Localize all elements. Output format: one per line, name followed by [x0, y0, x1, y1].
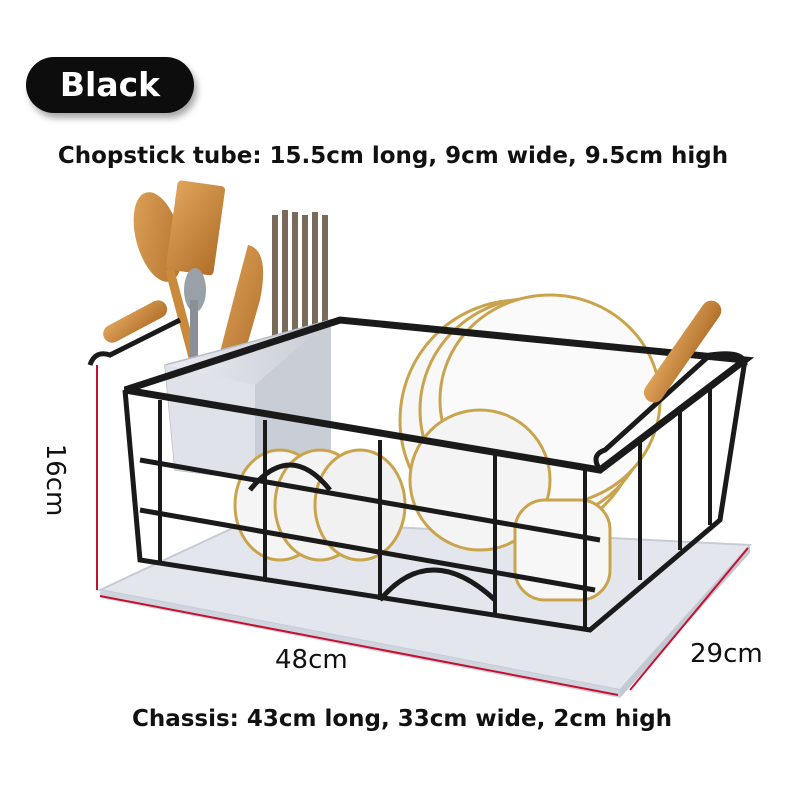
wire-rack	[122, 316, 755, 633]
chopstick-tube-caption: Chopstick tube: 15.5cm long, 9cm wide, 9…	[57, 143, 729, 169]
color-badge: Black	[26, 57, 194, 113]
wooden-handles	[87, 300, 748, 472]
drip-tray	[96, 518, 753, 698]
length-dimension-label: 48cm	[275, 645, 348, 675]
measure-lines	[96, 365, 749, 696]
chassis-caption: Chassis: 43cm long, 33cm wide, 2cm high	[131, 706, 673, 732]
chopsticks	[272, 210, 328, 350]
height-dimension-label: 16cm	[40, 443, 70, 517]
utensils	[133, 180, 328, 370]
width-dimension-label: 29cm	[690, 639, 763, 669]
color-badge-label: Black	[59, 65, 161, 104]
